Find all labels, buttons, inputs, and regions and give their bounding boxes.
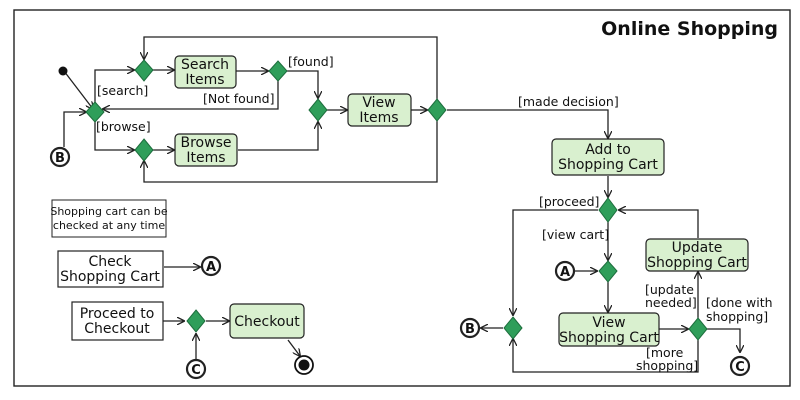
guard-update-needed-1: [update [645,282,694,297]
edge-done-shopping [707,328,740,352]
note-cart-check: Shopping cart can be checked at any time [50,199,168,238]
guard-more-shopping-2: shopping] [636,358,698,373]
svg-text:checked at any time: checked at any time [53,219,165,232]
edge-b-to-choose [63,112,86,147]
connector-a-left: A [200,255,222,277]
svg-text:C: C [191,363,201,378]
svg-text:Proceed to: Proceed to [80,306,155,322]
initial-node [58,66,68,76]
svg-text:Shopping Cart: Shopping Cart [559,330,659,346]
edge-not-found [103,80,279,109]
merge-to-b [503,316,523,340]
svg-text:Checkout: Checkout [234,314,300,330]
guard-proceed: [proceed] [539,194,599,209]
svg-text:Update: Update [672,240,723,256]
svg-text:Items: Items [359,110,398,126]
decision-proceed [598,197,618,223]
svg-text:C: C [735,360,745,375]
merge-search [134,59,154,82]
guard-browse: [browse] [96,119,151,134]
svg-text:B: B [55,151,65,166]
guard-done-shopping-2: shopping] [706,309,768,324]
guard-update-needed-2: needed] [645,295,697,310]
svg-text:A: A [206,260,216,275]
diagram-title: Online Shopping [601,18,778,40]
svg-text:Checkout: Checkout [84,321,150,337]
merge-checkout [186,309,206,333]
edge-browse [94,121,134,150]
decision-found [268,60,288,82]
decision-cart-action [688,317,708,341]
svg-text:Add to: Add to [585,142,631,158]
edge-update-to-proceed [619,210,699,238]
edge-start-to-choose [63,70,93,109]
svg-text:Check: Check [88,254,132,270]
final-node [294,355,314,375]
decision-made [427,98,447,122]
activity-browse-items: Browse Items [174,133,238,167]
guard-made-decision: [made decision] [518,94,619,109]
svg-text:View: View [592,315,625,331]
edge-loop-bottom [144,120,438,183]
svg-text:Browse: Browse [181,135,232,151]
edge-browse-to-view [238,122,318,151]
connector-b-left: B [49,146,71,168]
guard-not-found: [Not found] [203,91,274,106]
svg-text:Items: Items [186,150,225,166]
edge-made-decision [447,109,608,138]
merge-view [308,98,328,122]
activity-add-to-cart: Add to Shopping Cart [551,138,665,176]
guard-view-cart: [view cart] [542,227,609,242]
activity-view-items: View Items [347,93,412,127]
svg-text:A: A [560,265,570,280]
svg-text:Items: Items [185,72,224,88]
guard-done-shopping-1: [done with [706,295,773,310]
guard-more-shopping-1: [more [646,345,684,360]
connector-a-right: A [554,260,576,282]
decision-choose-path [85,101,105,123]
guard-search: [search] [97,83,148,98]
svg-text:Shopping cart can be: Shopping cart can be [50,205,168,218]
edge-checkout-to-final [287,339,300,356]
edge-search [94,70,134,103]
activity-search-items: Search Items [174,55,237,89]
edges [63,36,740,373]
svg-text:Search: Search [181,57,229,73]
activity-checkout: Checkout [229,303,305,339]
activity-view-cart: View Shopping Cart [558,312,660,347]
guard-found: [found] [288,54,334,69]
edge-found [287,70,318,98]
edge-more-shopping [513,339,699,373]
svg-text:View: View [362,95,395,111]
activity-check-cart: Check Shopping Cart [57,250,164,288]
merge-view-cart [598,260,618,283]
activity-update-cart: Update Shopping Cart [645,238,749,272]
connector-b-right: B [459,317,481,339]
svg-text:Shopping Cart: Shopping Cart [647,255,747,271]
svg-text:Shopping Cart: Shopping Cart [60,269,160,285]
merge-browse [134,138,154,162]
svg-text:Shopping Cart: Shopping Cart [558,157,658,173]
edge-loop-top [144,36,438,100]
guard-labels: [search] [browse] [found] [Not found] [m… [96,54,773,373]
connector-c-left: C [185,358,207,380]
svg-text:B: B [465,322,475,337]
connector-c-right: C [729,355,751,377]
activity-proceed-checkout: Proceed to Checkout [71,301,164,341]
edge-proceed [513,209,598,315]
